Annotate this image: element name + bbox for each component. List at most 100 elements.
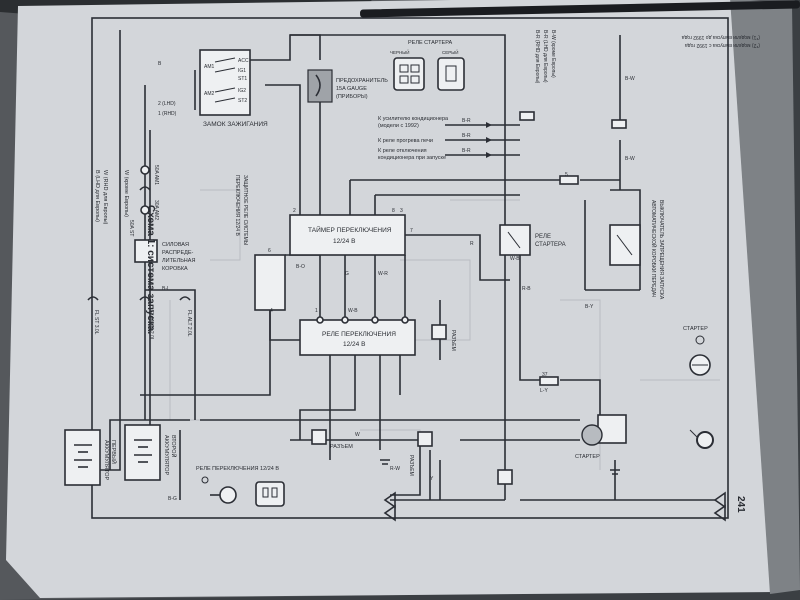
svg-text:W: W bbox=[355, 432, 360, 438]
svg-text:B-R (LHD для Европы): B-R (LHD для Европы) bbox=[542, 30, 548, 83]
pin-numbers: 1 2 3 4 5 6 7 8 19 37 bbox=[268, 111, 627, 386]
fuse-label-3: (ПРИБОРЫ) bbox=[336, 94, 368, 100]
top-notes: B-W (кроме Европы) B-R (LHD для Европы) … bbox=[534, 30, 556, 84]
neutral-start-switch: ВЫКЛЮЧАТЕЛЬ ЗАПРЕЩЕНИЯ ЗАПУСКА АВТОМАТИЧ… bbox=[609, 200, 664, 300]
starter-relay-view-label: РЕЛЕ СТАРТЕРА bbox=[408, 40, 453, 46]
neutral-switch-label-2: АВТОМАТИЧЕСКОЙ КОРОБКИ ПЕРЕДАЧ bbox=[650, 200, 658, 297]
svg-text:РАЗЪЕМ: РАЗЪЕМ bbox=[408, 455, 414, 476]
svg-text:B-W: B-W bbox=[625, 76, 635, 82]
page-number: 241 bbox=[735, 496, 746, 513]
second-battery-label-1: ВТОРОЙ bbox=[170, 435, 178, 458]
fusible-links: FL MAIN 2.0L FL ST 3.0L FL ALT 2.0L 50A … bbox=[87, 165, 192, 341]
svg-text:G: G bbox=[345, 271, 349, 277]
power-box-label-1: СИЛОВАЯ bbox=[162, 242, 189, 248]
svg-text:W (RHD для Европы): W (RHD для Европы) bbox=[102, 170, 108, 225]
svg-text:РЕЛЕ ПЕРЕКЛЮЧЕНИЯ 12/24 В: РЕЛЕ ПЕРЕКЛЮЧЕНИЯ 12/24 В bbox=[196, 466, 279, 472]
svg-text:R: R bbox=[470, 241, 474, 247]
starter-label: СТАРТЕР bbox=[575, 454, 600, 460]
svg-text:Y: Y bbox=[430, 476, 434, 482]
ground-symbols bbox=[380, 459, 726, 522]
connector-2: РАЗЪЕМ bbox=[431, 324, 456, 351]
svg-text:W-B: W-B bbox=[510, 256, 520, 262]
starter-legend: СТАРТЕР bbox=[683, 326, 714, 449]
starter-relay-label-2: СТАРТЕРА bbox=[535, 242, 566, 248]
svg-text:L-Y: L-Y bbox=[540, 388, 548, 394]
ignition-switch: ЗАМОК ЗАЖИГАНИЯ AM1 ACC IG1 ST1 AM2 IG2 … bbox=[199, 49, 268, 128]
svg-text:РАЗЪЕМ: РАЗЪЕМ bbox=[330, 444, 353, 450]
svg-text:кондиционера при запуске: кондиционера при запуске bbox=[378, 155, 446, 161]
svg-text:3: 3 bbox=[400, 208, 403, 214]
ignition-switch-label: ЗАМОК ЗАЖИГАНИЯ bbox=[203, 121, 268, 128]
svg-text:B (LHD для Европы): B (LHD для Европы) bbox=[94, 170, 100, 222]
timer-relay-12-24v: ТАЙМЕР ПЕРЕКЛЮЧЕНИЯ 12/24 В bbox=[289, 214, 406, 256]
svg-text:4: 4 bbox=[270, 308, 273, 314]
svg-text:(модели с 1992): (модели с 1992) bbox=[378, 123, 419, 129]
svg-text:1 (RHD): 1 (RHD) bbox=[158, 111, 177, 117]
svg-text:2 (LHD): 2 (LHD) bbox=[158, 101, 176, 107]
svg-text:FL ALT 2.0L: FL ALT 2.0L bbox=[186, 310, 192, 337]
protect-relay-label-2: ПЕРЕКЛЮЧЕНИЯ 12/24 В bbox=[234, 175, 240, 236]
first-battery: ПЕРВЫЙ АККУМУЛЯТОР bbox=[64, 429, 118, 486]
svg-text:К усилителю кондиционера: К усилителю кондиционера bbox=[378, 116, 449, 122]
starter-motor: СТАРТЕР bbox=[575, 414, 627, 460]
svg-text:B-R (RHD для Европы): B-R (RHD для Европы) bbox=[534, 30, 540, 84]
svg-text:7: 7 bbox=[410, 228, 413, 234]
first-battery-label-2: АККУМУЛЯТОР bbox=[103, 440, 109, 480]
switch-relay-label-1: РЕЛЕ ПЕРЕКЛЮЧЕНИЯ bbox=[322, 331, 396, 338]
svg-text:FL ST 3.0L: FL ST 3.0L bbox=[93, 310, 99, 335]
svg-text:ST2: ST2 bbox=[238, 98, 247, 104]
power-box-label-3: ЛИТЕЛЬНАЯ bbox=[162, 258, 195, 264]
svg-text:К реле прогрева печи: К реле прогрева печи bbox=[378, 138, 433, 144]
svg-text:AM2: AM2 bbox=[204, 91, 215, 97]
fuse-label-1: ПРЕДОХРАНИТЕЛЬ bbox=[336, 78, 388, 84]
connector-1: РАЗЪЕМ bbox=[311, 429, 353, 450]
corner-note-1: (*1) модели выпуска до 1992 года bbox=[682, 34, 760, 40]
svg-text:B-G: B-G bbox=[168, 496, 177, 502]
svg-text:B-W: B-W bbox=[625, 156, 635, 162]
gauge-fuse: ПРЕДОХРАНИТЕЛЬ 15A GAUGE (ПРИБОРЫ) bbox=[307, 69, 388, 103]
svg-text:AM1: AM1 bbox=[204, 64, 215, 70]
svg-text:W-R: W-R bbox=[378, 271, 388, 277]
svg-text:СТАРТЕР: СТАРТЕР bbox=[683, 326, 708, 332]
svg-text:50A ST: 50A ST bbox=[128, 220, 134, 236]
svg-text:50A AM1: 50A AM1 bbox=[153, 165, 159, 185]
svg-text:5: 5 bbox=[565, 172, 568, 178]
svg-text:IG1: IG1 bbox=[238, 68, 246, 74]
svg-text:B-R: B-R bbox=[462, 148, 471, 154]
svg-text:СЕРЫЙ: СЕРЫЙ bbox=[442, 48, 458, 55]
svg-text:R-W: R-W bbox=[390, 466, 400, 472]
starter-relay-label-1: РЕЛЕ bbox=[535, 234, 551, 240]
svg-text:B-O: B-O bbox=[296, 264, 305, 270]
power-box-label-2: РАСПРЕДЕ- bbox=[162, 250, 194, 256]
svg-text:B: B bbox=[158, 61, 162, 67]
svg-text:W (кроме Европы): W (кроме Европы) bbox=[123, 170, 129, 217]
svg-text:1: 1 bbox=[315, 308, 318, 314]
svg-text:IG2: IG2 bbox=[238, 88, 246, 94]
timer-relay-label-1: ТАЙМЕР ПЕРЕКЛЮЧЕНИЯ bbox=[308, 225, 392, 234]
page-title: Схема 1: система запуска. bbox=[145, 205, 156, 334]
svg-text:B-L: B-L bbox=[162, 286, 170, 292]
svg-text:B-R: B-R bbox=[462, 118, 471, 124]
protect-relay: ЗАЩИТНОЕ РЕЛЕ СИСТЕМЫ ПЕРЕКЛЮЧЕНИЯ 12/24… bbox=[234, 175, 286, 311]
wire-code-labels: B B-R B-R B-R B-W B-W W-B W-R G B-O B-L … bbox=[158, 61, 635, 502]
svg-text:R-B: R-B bbox=[522, 286, 531, 292]
svg-text:К реле отключения: К реле отключения bbox=[378, 148, 427, 154]
destination-labels: К усилителю кондиционера (модели с 1992)… bbox=[378, 116, 492, 161]
svg-text:РАЗЪЕМ: РАЗЪЕМ bbox=[450, 330, 456, 351]
relay-legend: РЕЛЕ ПЕРЕКЛЮЧЕНИЯ 12/24 В bbox=[196, 466, 285, 507]
svg-text:B-R: B-R bbox=[462, 133, 471, 139]
svg-text:ЧЕРНЫЙ: ЧЕРНЫЙ bbox=[390, 48, 409, 55]
svg-text:ST1: ST1 bbox=[238, 76, 247, 82]
svg-text:B-Y: B-Y bbox=[585, 304, 594, 310]
starter-relay-connector-view: РЕЛЕ СТАРТЕРА ЧЕРНЫЙ СЕРЫЙ bbox=[390, 40, 465, 91]
protect-relay-label-1: ЗАЩИТНОЕ РЕЛЕ СИСТЕМЫ bbox=[242, 175, 248, 246]
diagram-frame bbox=[91, 17, 729, 519]
second-battery-label-2: АККУМУЛЯТОР bbox=[163, 435, 169, 475]
svg-text:ACC: ACC bbox=[238, 58, 249, 64]
svg-text:FL MAIN 2.0L: FL MAIN 2.0L bbox=[148, 310, 154, 341]
connector-3: РАЗЪЕМ bbox=[408, 431, 513, 485]
svg-text:8: 8 bbox=[392, 208, 395, 214]
svg-text:2: 2 bbox=[293, 208, 296, 214]
power-box-label-4: КОРОБКА bbox=[162, 266, 188, 272]
